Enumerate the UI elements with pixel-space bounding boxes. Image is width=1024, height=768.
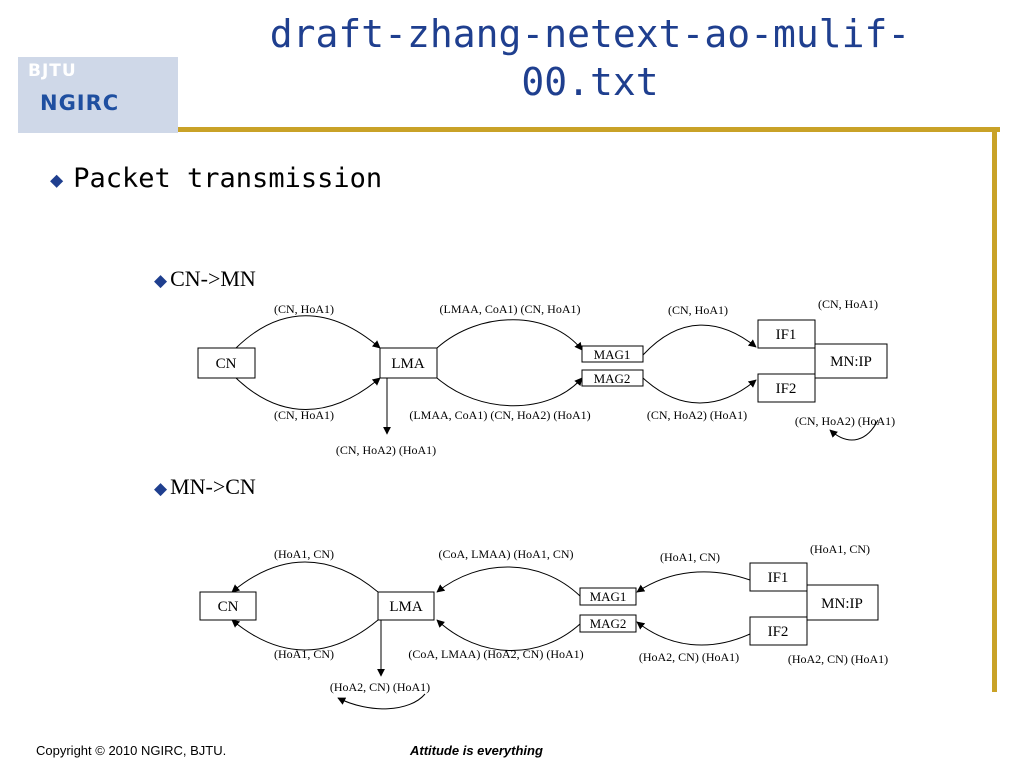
node-if1-label: IF1	[776, 327, 797, 343]
node-if1	[757, 319, 816, 349]
label-mn-if2: (HoA2, CN) (HoA1)	[788, 652, 888, 666]
node-mag1-label: MAG1	[590, 589, 627, 604]
label-if2-mn: (CN, HoA2) (HoA1)	[795, 414, 895, 428]
edge-lma-mag1	[436, 319, 583, 351]
section-heading-cn-to-mn: ◆CN->MN	[154, 266, 256, 292]
label-cn-lma-bottom: (CN, HoA1)	[274, 408, 334, 422]
node-mag1	[581, 345, 644, 363]
main-bullet-text: Packet transmission	[73, 163, 383, 194]
node-mag2	[581, 369, 644, 387]
section-heading-mn-to-cn: ◆MN->CN	[154, 474, 256, 500]
label-mag1-if1: (CN, HoA1)	[668, 303, 728, 317]
node-lma-label: LMA	[391, 356, 425, 372]
label-lma-cn-top: (HoA1, CN)	[274, 547, 334, 561]
node-mag2	[579, 614, 637, 633]
label-if1-mn: (CN, HoA1)	[818, 297, 878, 311]
label-cn-lma-top: (CN, HoA1)	[274, 302, 334, 316]
diamond-bullet-icon: ◆	[50, 168, 64, 193]
section-heading-text: MN->CN	[170, 474, 256, 499]
label-lma-down: (CN, HoA2) (HoA1)	[336, 443, 436, 457]
footer-copyright: Copyright © 2010 NGIRC, BJTU.	[36, 743, 227, 758]
node-if2-label: IF2	[768, 624, 789, 640]
edge-cn-lma-top	[235, 315, 381, 349]
edge-mag1-if1	[642, 324, 757, 356]
label-lma-mag2: (LMAA, CoA1) (CN, HoA2) (HoA1)	[409, 408, 590, 422]
edge-mag2-lma	[436, 619, 581, 651]
node-cn	[199, 591, 257, 621]
node-mag1-label: MAG1	[594, 347, 631, 362]
node-mn-label: MN:IP	[821, 596, 863, 612]
edge-lma-loop	[337, 693, 426, 710]
node-cn	[197, 347, 256, 379]
label-lma-down: (HoA2, CN) (HoA1)	[330, 680, 430, 694]
diagram-mn-to-cn: CN LMA MAG1 MAG2 IF1 IF2 MN:IP (HoA1, CN…	[199, 542, 888, 710]
label-lma-cn-bottom: (HoA1, CN)	[274, 647, 334, 661]
diagram-cn-to-mn: CN LMA MAG1 MAG2 IF1 IF2 MN:IP (CN, HoA1…	[197, 297, 895, 457]
ngirc-logo: BJTU NGIRC	[18, 57, 178, 133]
label-lma-mag1: (LMAA, CoA1) (CN, HoA1)	[440, 302, 581, 316]
title-divider	[178, 127, 1000, 132]
slide-title: draft-zhang-netext-ao-mulif-00.txt	[269, 12, 911, 104]
label-mn-if1: (HoA1, CN)	[810, 542, 870, 556]
node-if1	[749, 562, 808, 592]
edge-lma-cn-top	[231, 561, 379, 593]
node-lma	[379, 347, 438, 379]
main-bullet: ◆ Packet transmission	[50, 163, 382, 194]
edge-if2-mag2	[636, 621, 751, 646]
node-lma-label: LMA	[389, 599, 423, 615]
node-mag2-label: MAG2	[590, 616, 627, 631]
label-mag2-lma: (CoA, LMAA) (HoA2, CN) (HoA1)	[408, 647, 583, 661]
node-mn	[814, 343, 888, 379]
node-mn-label: MN:IP	[830, 354, 872, 370]
edge-lma-mag2	[436, 377, 583, 407]
edge-if2-loop	[829, 419, 879, 441]
node-if2-label: IF2	[776, 381, 797, 397]
label-mag2-if2: (CN, HoA2) (HoA1)	[647, 408, 747, 422]
edge-mag1-lma	[436, 566, 581, 597]
logo-line2: NGIRC	[40, 91, 120, 115]
node-if2	[757, 373, 816, 403]
node-if2	[749, 616, 808, 646]
node-if1-label: IF1	[768, 570, 789, 586]
node-cn-label: CN	[218, 599, 239, 615]
label-if2-mag2: (HoA2, CN) (HoA1)	[639, 650, 739, 664]
right-border	[992, 127, 997, 692]
edge-cn-lma-bottom	[235, 377, 381, 410]
logo-line1: BJTU	[28, 61, 77, 81]
edge-mag2-if2	[642, 377, 757, 404]
edge-lma-cn-bottom	[231, 619, 379, 651]
diamond-bullet-icon: ◆	[154, 271, 168, 290]
node-mag1	[579, 587, 637, 606]
node-lma	[377, 591, 435, 621]
node-cn-label: CN	[216, 356, 237, 372]
label-mag1-lma: (CoA, LMAA) (HoA1, CN)	[439, 547, 574, 561]
label-if1-mag1: (HoA1, CN)	[660, 550, 720, 564]
node-mag2-label: MAG2	[594, 371, 631, 386]
footer-tagline: Attitude is everything	[410, 743, 543, 758]
diamond-bullet-icon: ◆	[154, 479, 168, 498]
section-heading-text: CN->MN	[170, 266, 256, 291]
node-mn	[806, 584, 879, 621]
edge-if1-mag1	[636, 571, 751, 593]
